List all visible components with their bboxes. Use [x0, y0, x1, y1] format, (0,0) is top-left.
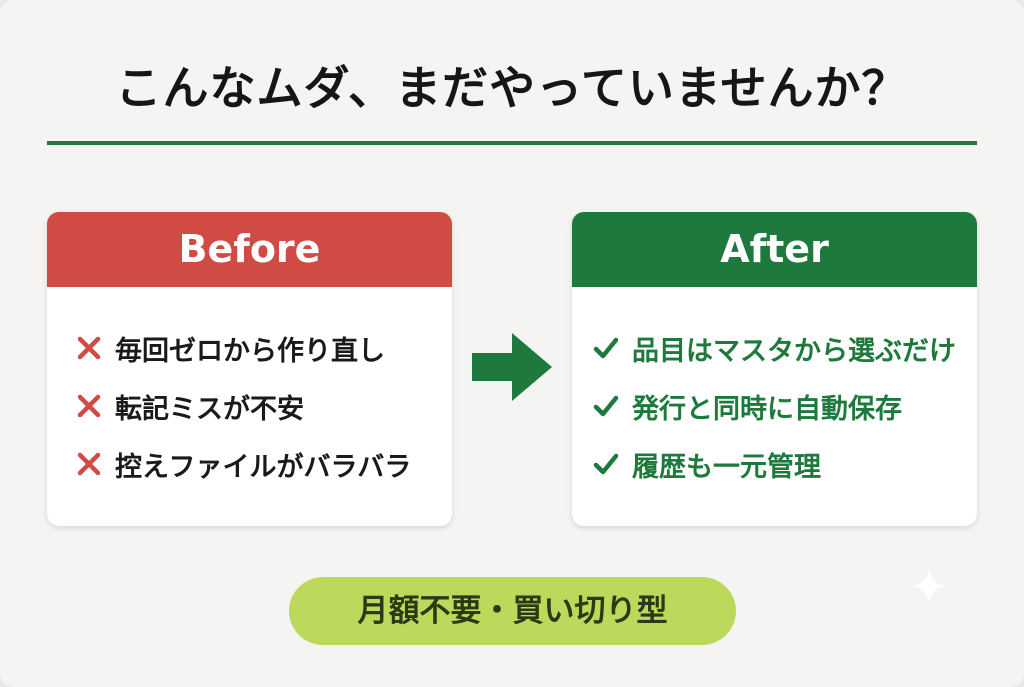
before-item-label: 控えファイルがバラバラ	[115, 451, 412, 483]
cross-icon	[77, 394, 101, 418]
page-title: こんなムダ、まだやっていませんか？	[115, 61, 909, 115]
after-item-label: 品目はマスタから選ぶだけ	[632, 335, 956, 367]
before-item: 控えファイルがバラバラ	[47, 435, 452, 493]
before-item: 毎回ゼロから作り直し	[47, 319, 452, 377]
sparkle-icon	[911, 568, 947, 604]
title-divider	[47, 141, 977, 145]
cross-icon	[77, 336, 101, 360]
cross-icon	[77, 452, 101, 476]
right-arrow-icon	[472, 333, 552, 401]
after-item: 履歴も一元管理	[572, 435, 977, 493]
after-list: 品目はマスタから選ぶだけ 発行と同時に自動保存 履歴も一元管理	[572, 287, 977, 493]
before-item: 転記ミスが不安	[47, 377, 452, 435]
before-heading: Before	[47, 212, 452, 287]
after-item: 品目はマスタから選ぶだけ	[572, 319, 977, 377]
after-heading: After	[572, 212, 977, 287]
after-card: After 品目はマスタから選ぶだけ 発行と同時に自動保存 履歴も一元管理	[572, 212, 977, 526]
after-item: 発行と同時に自動保存	[572, 377, 977, 435]
check-icon	[593, 453, 619, 475]
before-card: Before 毎回ゼロから作り直し 転記ミスが不安 控えファイルがバラバラ	[47, 212, 452, 526]
check-icon	[593, 395, 619, 417]
before-item-label: 転記ミスが不安	[115, 393, 304, 425]
before-item-label: 毎回ゼロから作り直し	[115, 335, 385, 367]
after-item-label: 発行と同時に自動保存	[632, 393, 902, 425]
pricing-badge: 月額不要・買い切り型	[289, 577, 736, 645]
after-item-label: 履歴も一元管理	[632, 451, 821, 483]
check-icon	[593, 337, 619, 359]
before-list: 毎回ゼロから作り直し 転記ミスが不安 控えファイルがバラバラ	[47, 287, 452, 493]
